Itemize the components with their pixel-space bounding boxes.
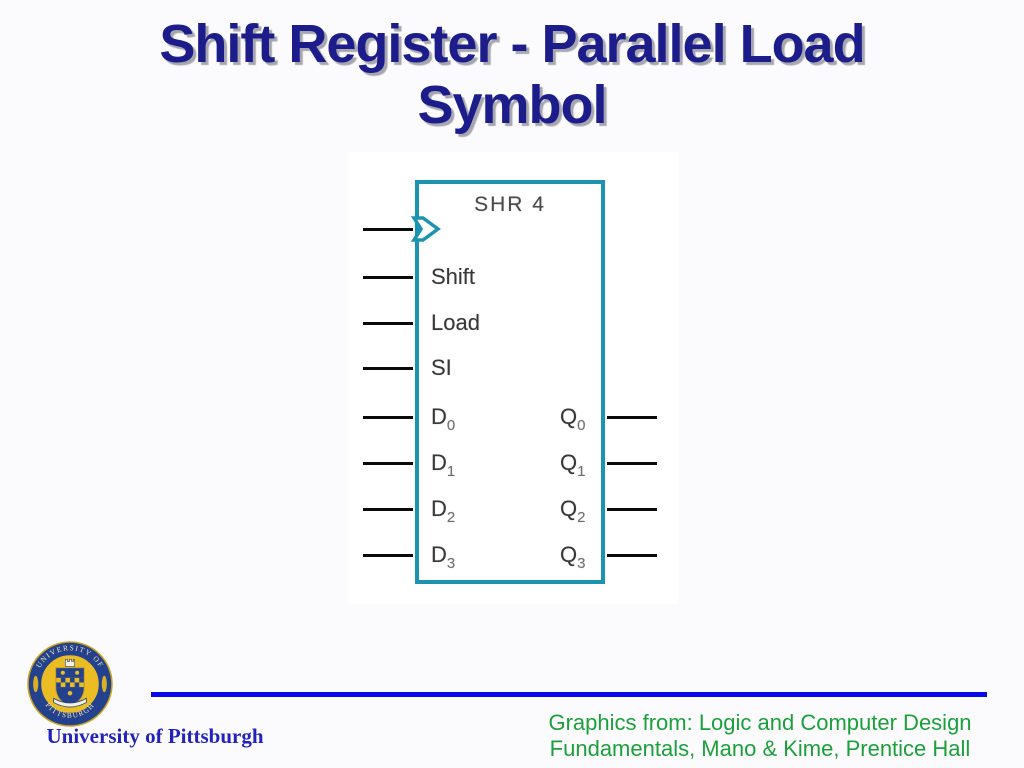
pin-label-d1: D1: [431, 450, 455, 480]
graphics-credit-line2: Fundamentals, Mano & Kime, Prentice Hall: [549, 736, 971, 761]
d0-input-wire: [363, 416, 413, 419]
slide-title-line2: Symbol: [417, 75, 607, 135]
pin-d2-base: D: [431, 496, 447, 521]
pin-label-si: SI: [431, 355, 452, 380]
chip-outline-box: [415, 180, 605, 584]
pin-label-load: Load: [431, 310, 480, 335]
load-input-wire: [363, 322, 413, 325]
pin-q3-base: Q: [560, 542, 578, 567]
pin-d3-base: D: [431, 542, 447, 567]
pin-label-q2: Q2: [560, 496, 585, 526]
si-input-wire: [363, 367, 413, 370]
q2-output-wire: [607, 508, 657, 511]
pin-q3-sub: 3: [577, 555, 586, 572]
shift-input-wire: [363, 276, 413, 279]
shift-register-diagram: SHR 4 Shift Load SI D0 Q0 D1 Q1 D2 Q2 D3…: [348, 152, 679, 604]
q3-output-wire: [607, 554, 657, 557]
clock-input-wire: [363, 228, 413, 231]
pin-q1-sub: 1: [577, 463, 586, 480]
graphics-credit-line1: Graphics from: Logic and Computer Design: [548, 710, 972, 735]
chip-label: SHR 4: [474, 193, 546, 216]
clock-dynamic-indicator-icon: [411, 216, 441, 242]
pin-q0-base: Q: [560, 404, 578, 429]
pin-d2-sub: 2: [446, 509, 456, 526]
pin-d1-base: D: [431, 450, 447, 475]
pin-label-q3: Q3: [560, 542, 585, 572]
pin-d1-sub: 1: [446, 463, 456, 480]
pin-d0-base: D: [431, 404, 447, 429]
d2-input-wire: [363, 508, 413, 511]
pin-label-d3: D3: [431, 542, 455, 572]
pin-q0-sub: 0: [577, 417, 586, 434]
d1-input-wire: [363, 462, 413, 465]
q0-output-wire: [607, 416, 657, 419]
d3-input-wire: [363, 554, 413, 557]
organization-name: University of Pittsburgh: [46, 724, 264, 748]
pin-d0-sub: 0: [446, 417, 456, 434]
graphics-credit: Graphics from: Logic and Computer Design…: [525, 710, 995, 762]
slide-title-line1: Shift Register - Parallel Load: [159, 14, 865, 74]
pitt-seal-logo: UNIVERSITY OF PITTSBURGH: [27, 641, 113, 727]
slide-title: Shift Register - Parallel Load Symbol: [0, 14, 1024, 136]
q1-output-wire: [607, 462, 657, 465]
pin-label-d0: D0: [431, 404, 455, 434]
pin-q1-base: Q: [560, 450, 578, 475]
pin-label-q1: Q1: [560, 450, 585, 480]
pin-label-d2: D2: [431, 496, 455, 526]
pin-q2-sub: 2: [577, 509, 586, 526]
pin-label-shift: Shift: [431, 264, 476, 289]
pin-q2-base: Q: [560, 496, 578, 521]
pin-d3-sub: 3: [446, 555, 456, 572]
footer-divider-line: [151, 692, 987, 697]
pin-label-q0: Q0: [560, 404, 585, 434]
